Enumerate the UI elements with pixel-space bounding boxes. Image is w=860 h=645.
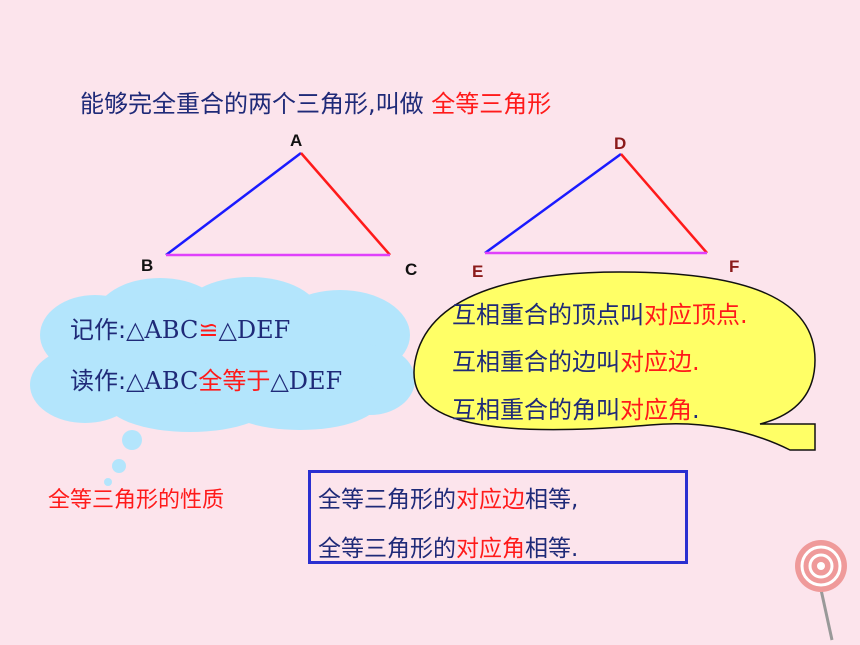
property-sides-term: 对应边 xyxy=(456,487,525,513)
definition-term: 全等三角形 xyxy=(431,90,552,118)
property-angles-term: 对应角 xyxy=(456,536,525,562)
reading-line: 读作:△ABC全等于△DEF xyxy=(70,369,342,393)
notation-label: 记作: xyxy=(70,316,127,344)
side-ab xyxy=(165,152,302,256)
side-definition-term: 对应边 xyxy=(620,348,692,376)
property-angles-line: 全等三角形的对应角相等. xyxy=(318,529,578,563)
cloud-bubble-small xyxy=(104,478,112,486)
property-sides-text: 全等三角形的 xyxy=(318,487,456,513)
speech-bubble xyxy=(413,271,816,451)
vertex-label-b: B xyxy=(141,256,154,275)
side-definition-end: . xyxy=(692,348,700,376)
thought-cloud xyxy=(30,277,415,486)
vertex-definition-line: 互相重合的顶点叫对应顶点. xyxy=(452,303,748,327)
cloud-bubble-large xyxy=(122,430,142,450)
congruence-symbol: ≌ xyxy=(198,316,219,344)
properties-box xyxy=(308,470,688,564)
side-definition-text: 互相重合的边叫 xyxy=(452,348,620,376)
vertex-label-c: C xyxy=(405,260,418,279)
property-sides-end: 相等, xyxy=(525,487,579,513)
vertex-definition-end: . xyxy=(740,301,748,329)
vertex-definition-text: 互相重合的顶点叫 xyxy=(452,301,644,329)
side-df xyxy=(620,153,708,254)
vertex-label-e: E xyxy=(472,262,484,281)
reading-abc: △ABC xyxy=(126,367,199,395)
cloud-bubble-medium xyxy=(112,459,126,473)
vertex-definition-term: 对应顶点 xyxy=(644,301,740,329)
definition-text: 能够完全重合的两个三角形,叫做 xyxy=(80,90,432,118)
property-sides-line: 全等三角形的对应边相等, xyxy=(318,480,578,514)
vertex-label-d: D xyxy=(614,134,627,153)
notation-abc: △ABC xyxy=(126,316,199,344)
reading-label: 读作: xyxy=(70,367,127,395)
angle-definition-text: 互相重合的角叫 xyxy=(452,396,620,424)
side-definition-line: 互相重合的边叫对应边. xyxy=(452,350,700,374)
angle-definition-end: . xyxy=(692,396,700,424)
notation-def: △DEF xyxy=(218,316,291,344)
angle-definition-term: 对应角 xyxy=(620,396,692,424)
vertex-label-a: A xyxy=(290,131,303,150)
side-de xyxy=(484,152,622,255)
reading-def: △DEF xyxy=(270,367,343,395)
properties-title: 全等三角形的性质 xyxy=(48,488,225,513)
definition-sentence: 能够完全重合的两个三角形,叫做 全等三角形 xyxy=(80,84,551,119)
reading-words: 全等于 xyxy=(198,367,271,395)
property-angles-end: 相等. xyxy=(525,536,579,562)
angle-definition-line: 互相重合的角叫对应角. xyxy=(452,398,700,422)
vertex-label-f: F xyxy=(729,257,740,276)
notation-line: 记作:△ABC≌△DEF xyxy=(70,318,290,342)
lollipop-icon xyxy=(795,540,847,641)
side-ac xyxy=(300,152,391,256)
property-angles-text: 全等三角形的 xyxy=(318,536,456,562)
